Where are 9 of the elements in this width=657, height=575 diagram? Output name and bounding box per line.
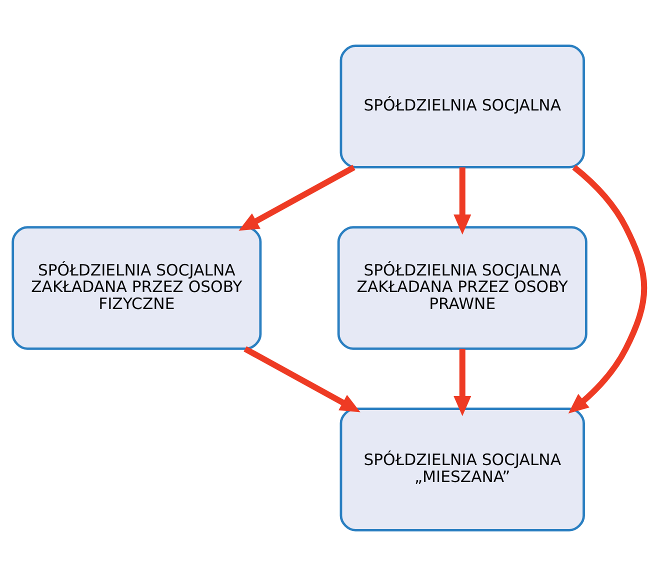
node-box: SPÓŁDZIELNIA SOCJALNA ZAKŁADANA PRZEZ OSOBY PRAWNE (337, 226, 588, 350)
node-box: SPÓŁDZIELNIA SOCJALNA (340, 44, 585, 168)
arrow (454, 166, 472, 234)
node-box: SPÓŁDZIELNIA SOCJALNA ZAKŁADANA PRZEZ OSOBY FIZYCZNE (12, 226, 262, 350)
arrow (454, 348, 472, 416)
arrow (568, 164, 648, 414)
arrow (238, 164, 356, 230)
node-box: SPÓŁDZIELNIA SOCJALNA „MIESZANA” (340, 407, 585, 531)
arrow (244, 346, 360, 412)
